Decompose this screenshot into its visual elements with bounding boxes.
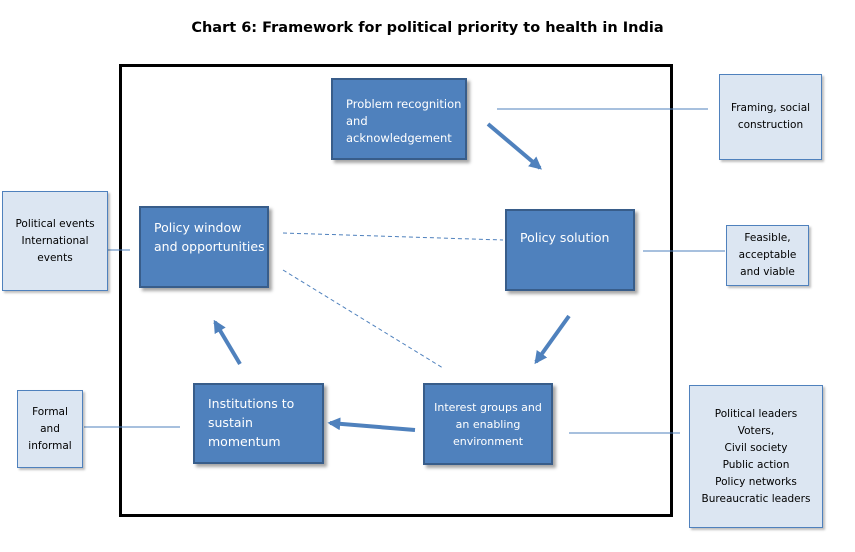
node-institutions-line2: sustain [208, 415, 253, 430]
side-events-line2: International [21, 234, 89, 247]
arrow-problem-to-solution [486, 122, 542, 170]
node-interest-line2: an enabling [455, 418, 521, 431]
side-formal-line1: Formal [32, 405, 68, 418]
side-formal-line2: and [40, 422, 60, 435]
node-window-line1: Policy window [154, 220, 242, 235]
side-actors-line2: Voters, [737, 424, 775, 437]
arrow-solution-to-interest [534, 314, 571, 365]
side-feasible-line3: and viable [740, 266, 795, 278]
framework-frame [119, 64, 673, 517]
node-policy-solution: Policy solution [505, 209, 635, 291]
side-framing-line1: Framing, social [730, 102, 811, 114]
dashed-link-window-interest [282, 269, 444, 369]
node-interest-groups: Interest groups and an enabling environm… [423, 383, 553, 465]
node-institutions-line1: Institutions to [208, 396, 295, 411]
side-framing-line2: construction [737, 119, 804, 131]
node-window-line2: and opportunities [154, 239, 265, 254]
node-interest-line1: Interest groups and [434, 401, 542, 414]
arrow-interest-to-institutions [327, 417, 416, 432]
side-feasible-line1: Feasible, [744, 232, 791, 244]
node-institutions: Institutions to sustain momentum [193, 383, 324, 464]
node-problem-recognition: Problem recognition and acknowledgement [331, 78, 467, 160]
side-formal-line3: informal [28, 439, 72, 452]
side-actors-line1: Political leaders [714, 407, 798, 420]
arrow-institutions-to-window [213, 319, 242, 366]
side-box-actors: Political leaders Voters, Civil society … [689, 385, 823, 528]
side-box-framing: Framing, social construction [719, 74, 822, 160]
side-events-line3: events [37, 251, 73, 264]
side-box-formal: Formal and informal [17, 390, 83, 468]
node-problem-line1: Problem recognition [346, 97, 462, 111]
node-interest-line3: environment [452, 435, 524, 448]
side-actors-line3: Civil society [724, 441, 788, 454]
side-events-line1: Political events [15, 217, 95, 230]
dashed-link-window-solution [282, 232, 504, 241]
side-actors-line6: Bureaucratic leaders [701, 492, 811, 505]
node-problem-line2: and acknowledgement [346, 114, 452, 145]
side-actors-line5: Policy networks [715, 475, 797, 488]
side-feasible-line2: acceptable [738, 249, 797, 261]
node-policy-window: Policy window and opportunities [139, 206, 269, 288]
node-institutions-line3: momentum [208, 434, 281, 449]
side-box-events: Political events International events [2, 191, 108, 291]
side-actors-line4: Public action [722, 458, 790, 471]
node-solution-line1: Policy solution [520, 230, 610, 245]
side-box-feasible: Feasible, acceptable and viable [726, 225, 809, 286]
chart-title: Chart 6: Framework for political priorit… [191, 20, 664, 36]
